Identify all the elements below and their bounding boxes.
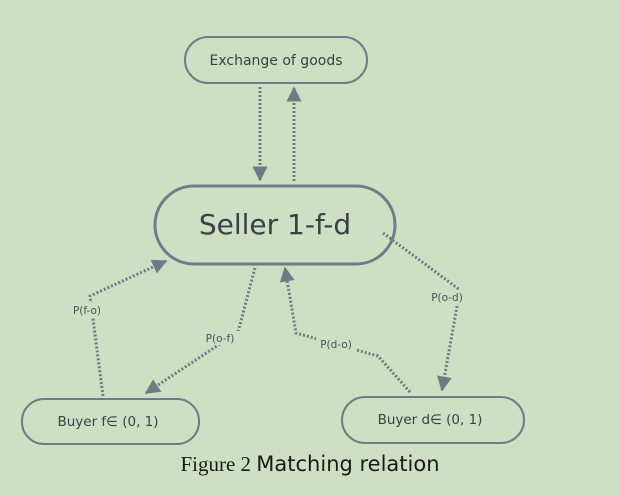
edge-label-d-to-o: P(d-o) <box>320 339 352 351</box>
seller-label: Seller 1-f-d <box>199 208 351 241</box>
node-buyer-f: Buyer f∈ (0, 1) <box>21 398 200 445</box>
buyer-d-label: Buyer d∈ (0, 1) <box>378 412 483 428</box>
edge-label-o-to-d-group: P(o-d) <box>427 290 467 304</box>
node-buyer-d: Buyer d∈ (0, 1) <box>341 396 525 444</box>
edge-label-o-to-f-group: P(o-f) <box>200 331 240 345</box>
edge-f-to-o <box>88 259 168 397</box>
edge-label-o-to-f: P(o-f) <box>206 333 235 345</box>
edge-label-d-to-o-group: P(d-o) <box>316 337 356 351</box>
edge-o-to-f <box>144 267 257 395</box>
exchange-label: Exchange of goods <box>210 53 343 69</box>
edge-label-f-to-o: P(f-o) <box>73 305 101 317</box>
edge-label-o-to-d: P(o-d) <box>431 292 463 304</box>
figure-title: Matching relation <box>256 452 440 476</box>
figure-caption: Figure 2 Matching relation <box>0 452 620 477</box>
figure-number: Figure 2 <box>180 452 252 476</box>
edge-d-to-o <box>279 266 412 393</box>
buyer-f-label: Buyer f∈ (0, 1) <box>57 414 158 430</box>
edge-label-f-to-o-group: P(f-o) <box>67 303 107 317</box>
node-seller: Seller 1-f-d <box>153 184 397 266</box>
node-exchange-of-goods: Exchange of goods <box>184 36 368 84</box>
edge-o-to-d <box>382 231 462 392</box>
